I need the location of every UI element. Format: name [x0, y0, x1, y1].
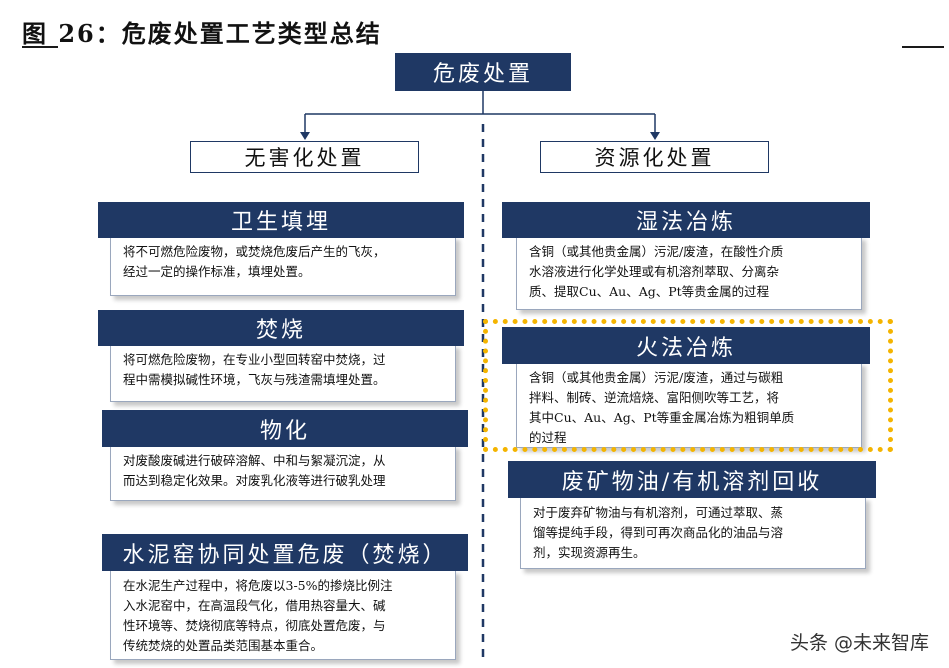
category-left: 无害化处置 — [190, 141, 419, 173]
desc-line: 其中Cu、Au、Ag、Pt等重金属冶炼为粗铜单质 — [529, 410, 795, 425]
right-item-3-desc: 对于废弃矿物油与有机溶剂，可通过萃取、蒸 馏等提纯手段，得到可再次商品化的油品与… — [520, 497, 866, 569]
left-item-4-title: 水泥窑协同处置危废（焚烧） — [102, 534, 468, 571]
desc-line: 含铜（或其他贵金属）污泥/废渣，通过与碳粗 — [529, 370, 784, 385]
desc-line: 经过一定的操作标准，填埋处置。 — [123, 264, 311, 279]
desc-line: 入水泥窑中，在高温段气化，借用热容量大、碱 — [123, 598, 386, 613]
desc-line: 而达到稳定化效果。对废乳化液等进行破乳处理 — [123, 473, 386, 488]
desc-line: 对废酸废碱进行破碎溶解、中和与絮凝沉淀，从 — [123, 453, 386, 468]
watermark: 头条 @未来智库 — [789, 632, 929, 654]
desc-line: 拌料、制砖、逆流焙烧、富阳侧吹等工艺，将 — [529, 390, 780, 405]
desc-line: 传统焚烧的处置品类范围基本重合。 — [123, 638, 324, 653]
right-item-1-desc: 含铜（或其他贵金属）污泥/废渣，在酸性介质 水溶液进行化学处理或有机溶剂萃取、分… — [516, 236, 862, 310]
highlight-frame — [483, 319, 893, 452]
desc-line: 含铜（或其他贵金属）污泥/废渣，在酸性介质 — [529, 244, 784, 259]
right-item-1-title: 湿法冶炼 — [502, 202, 870, 238]
category-right: 资源化处置 — [540, 141, 769, 173]
desc-line: 剂，实现资源再生。 — [533, 545, 646, 560]
left-item-2-title: 焚烧 — [98, 310, 464, 346]
desc-line: 质、提取Cu、Au、Ag、Pt等贵金属的过程 — [529, 284, 770, 299]
desc-line: 的过程 — [529, 430, 567, 445]
desc-line: 将不可燃危险废物，或焚烧危废后产生的飞灰， — [123, 244, 386, 259]
desc-line: 对于废弃矿物油与有机溶剂，可通过萃取、蒸 — [533, 505, 784, 520]
desc-line: 性环境等、焚烧彻底等特点，彻底处置危废，与 — [123, 618, 386, 633]
title-rule-right — [902, 46, 944, 48]
left-item-4-desc: 在水泥生产过程中，将危废以3-5%的掺烧比例注 入水泥窑中，在高温段气化，借用热… — [110, 570, 456, 660]
right-item-3-title: 废矿物油/有机溶剂回收 — [508, 461, 876, 498]
arrow-left-icon — [300, 132, 310, 140]
left-item-2-desc: 将可燃危险废物，在专业小型回转窑中焚烧，过 程中需模拟碱性环境，飞灰与残渣需填埋… — [110, 344, 456, 402]
left-item-1-title: 卫生填埋 — [98, 202, 464, 238]
left-item-1-desc: 将不可燃危险废物，或焚烧危废后产生的飞灰， 经过一定的操作标准，填埋处置。 — [110, 236, 456, 296]
left-item-3-desc: 对废酸废碱进行破碎溶解、中和与絮凝沉淀，从 而达到稳定化效果。对废乳化液等进行破… — [110, 445, 456, 501]
figure-title: 图 26：危废处置工艺类型总结 — [22, 19, 382, 48]
arrow-right-icon — [650, 132, 660, 140]
root-node: 危废处置 — [395, 53, 571, 91]
desc-line: 将可燃危险废物，在专业小型回转窑中焚烧，过 — [123, 352, 386, 367]
left-item-3-title: 物化 — [102, 410, 468, 447]
desc-line: 水溶液进行化学处理或有机溶剂萃取、分离杂 — [529, 264, 780, 279]
desc-line: 程中需模拟碱性环境，飞灰与残渣需填埋处置。 — [123, 372, 386, 387]
desc-line: 在水泥生产过程中，将危废以3-5%的掺烧比例注 — [123, 578, 393, 593]
right-item-2-title: 火法冶炼 — [502, 327, 870, 364]
title-rule-left — [22, 46, 58, 48]
desc-line: 馏等提纯手段，得到可再次商品化的油品与溶 — [533, 525, 784, 540]
